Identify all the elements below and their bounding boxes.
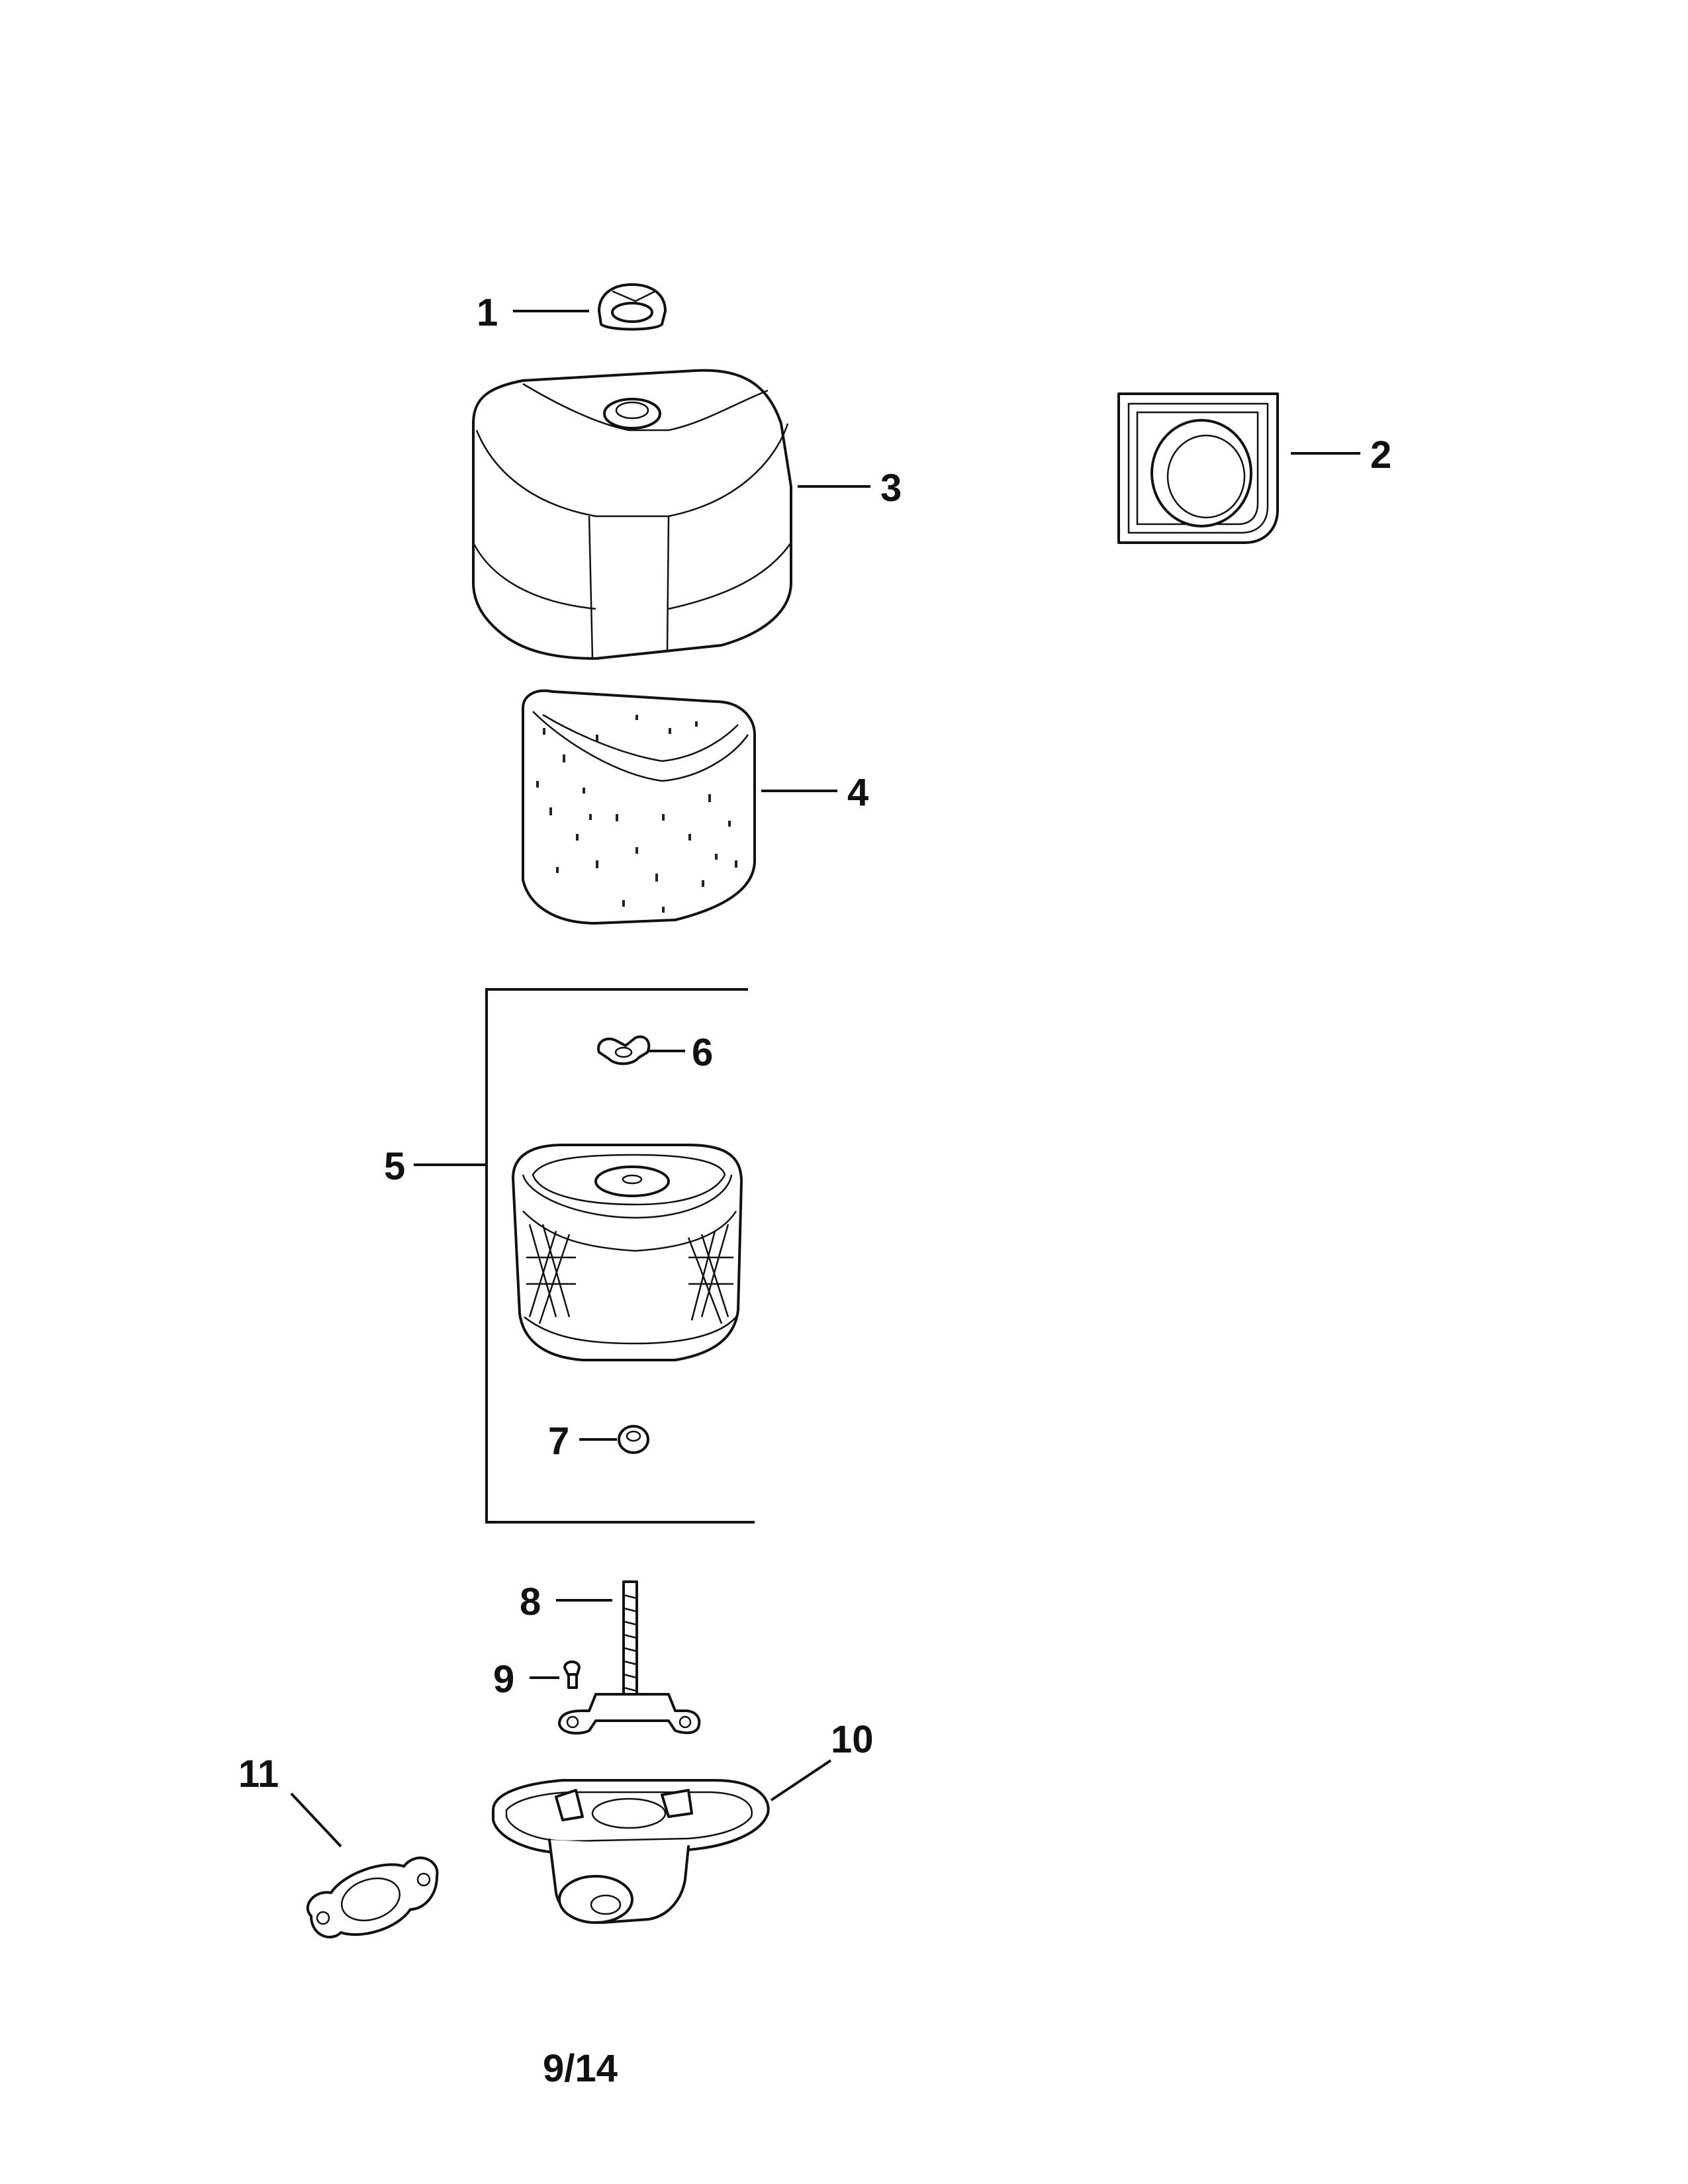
kit-bracket [485,988,755,1524]
leader-10 [770,1759,832,1801]
callout-3: 3 [880,467,902,510]
part-10-air-cleaner-base [492,1779,770,1924]
part-1-cover-knob [598,283,667,331]
part-3-air-cleaner-cover [472,369,792,660]
page-number: 9/14 [543,2047,618,2090]
part-9-screw [563,1661,581,1689]
callout-10: 10 [831,1718,874,1761]
part-5-air-filter-element [512,1144,743,1361]
callout-6: 6 [692,1031,713,1074]
callout-4: 4 [847,771,868,814]
callout-7: 7 [548,1420,569,1463]
part-6-wing-nut [597,1035,651,1066]
part-11-gasket [306,1856,439,1938]
callout-8: 8 [520,1580,541,1623]
part-7-seal [618,1425,649,1454]
part-8-stud-bracket [558,1580,701,1735]
callout-2: 2 [1370,433,1391,477]
callout-11: 11 [238,1752,279,1796]
callout-9: 9 [493,1658,514,1701]
part-4-foam-precleaner [522,689,756,925]
leader-11 [290,1792,342,1848]
callout-5: 5 [384,1145,405,1188]
callout-1: 1 [477,291,498,334]
part-2-seal-plate [1117,392,1279,544]
